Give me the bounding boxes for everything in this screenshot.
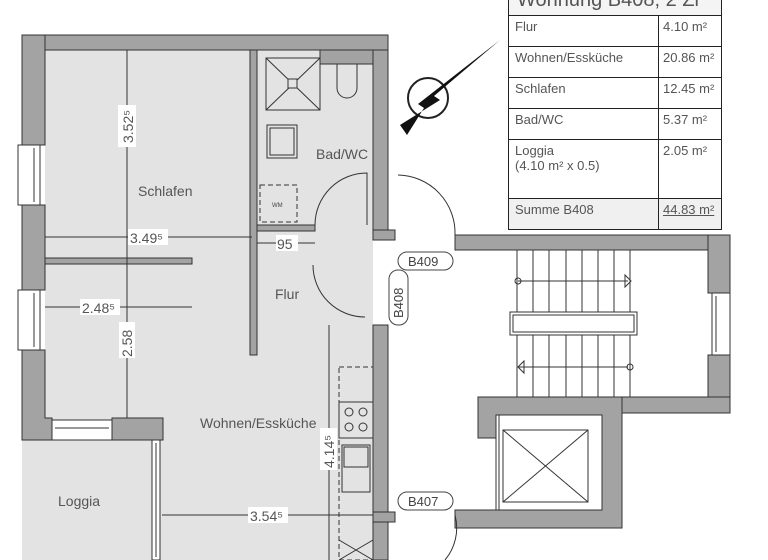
room-label-bad: Bad/WC: [316, 146, 368, 162]
unit-label-b409: B409: [408, 254, 438, 269]
unit-label-b407: B407: [408, 494, 438, 509]
room-area: 5.37 m²: [658, 108, 722, 140]
sink: [341, 444, 371, 493]
room-name: Schlafen: [508, 77, 659, 109]
door-entrance[interactable]: [397, 174, 456, 236]
unit-label-b408: B408: [391, 288, 406, 318]
room-name: Wohnen/Essküche: [508, 46, 659, 78]
window-schlafen-2[interactable]: [17, 289, 41, 351]
elevator: [495, 415, 589, 510]
floor-loggia: [22, 418, 152, 560]
wall-door-stub: [372, 229, 396, 241]
total-label: Summe B408: [508, 198, 659, 230]
wall-bad-top: [319, 49, 374, 65]
washing-machine: [259, 184, 298, 223]
staircase: [509, 249, 638, 398]
dim-wohnen-width-2: 3.54⁵: [250, 508, 283, 524]
wall-stair-right-1: [707, 234, 731, 294]
room-area: 20.86 m²: [658, 46, 722, 78]
room-label-flur: Flur: [275, 286, 299, 302]
north-arrow-icon: [400, 40, 500, 135]
wall-bad-bottom: [256, 224, 316, 232]
wall-left-2: [21, 204, 46, 291]
kitchen-counter: [338, 366, 374, 560]
door-bad[interactable]: [314, 172, 368, 226]
dim-wohnen-height-1: 2.58: [119, 330, 135, 357]
dim-wohnen-height-2: 4.14⁵: [321, 435, 337, 468]
room-note: (4.10 m² x 0.5): [515, 158, 600, 173]
table-row: Loggia(4.10 m² x 0.5)2.05 m²: [508, 139, 722, 199]
wall-right-2: [372, 324, 389, 560]
room-name: Flur: [508, 15, 659, 47]
wall-top: [21, 34, 389, 51]
dim-schlafen-height: 3.52⁵: [120, 110, 136, 143]
window-schlafen-1[interactable]: [17, 144, 41, 206]
room-label-loggia: Loggia: [58, 493, 100, 509]
room-label-schlafen: Schlafen: [138, 183, 192, 199]
room-area: 12.45 m²: [658, 77, 722, 109]
wall-right-1: [372, 49, 389, 236]
dim-schlafen-width: 3.49⁵: [130, 230, 163, 246]
wall-elevator: [454, 396, 623, 529]
door-flur[interactable]: [312, 264, 366, 318]
room-area: 2.05 m²: [658, 139, 722, 199]
room-label-wohnen: Wohnen/Essküche: [200, 415, 317, 431]
room-area: 4.10 m²: [658, 15, 722, 47]
washbasin: [266, 124, 298, 159]
room-name: Bad/WC: [508, 108, 659, 140]
toilet: [336, 64, 358, 99]
window-stairwell[interactable]: [711, 292, 731, 356]
wall-door-stub-2: [372, 511, 396, 523]
wall-loggia-stub: [111, 417, 164, 441]
wm-label: WM: [272, 203, 283, 209]
wall-schlafen-stub: [44, 257, 193, 265]
wall-left-3: [21, 349, 53, 441]
total-area: 44.83 m²: [658, 198, 722, 230]
room-name: Loggia(4.10 m² x 0.5): [508, 139, 659, 199]
stove: [338, 401, 374, 439]
window-loggia[interactable]: [51, 419, 113, 441]
table-title: Wohnung B408, 2 Zi: [508, 0, 722, 16]
dim-flur-width: 95: [277, 236, 293, 252]
wall-partition: [249, 49, 258, 356]
wall-left-1: [21, 34, 46, 146]
dim-wohnen-width-1: 2.48⁵: [82, 300, 115, 316]
room-name-text: Loggia: [515, 143, 555, 158]
door-b407[interactable]: [444, 514, 458, 560]
wall-stair-top: [454, 234, 731, 251]
